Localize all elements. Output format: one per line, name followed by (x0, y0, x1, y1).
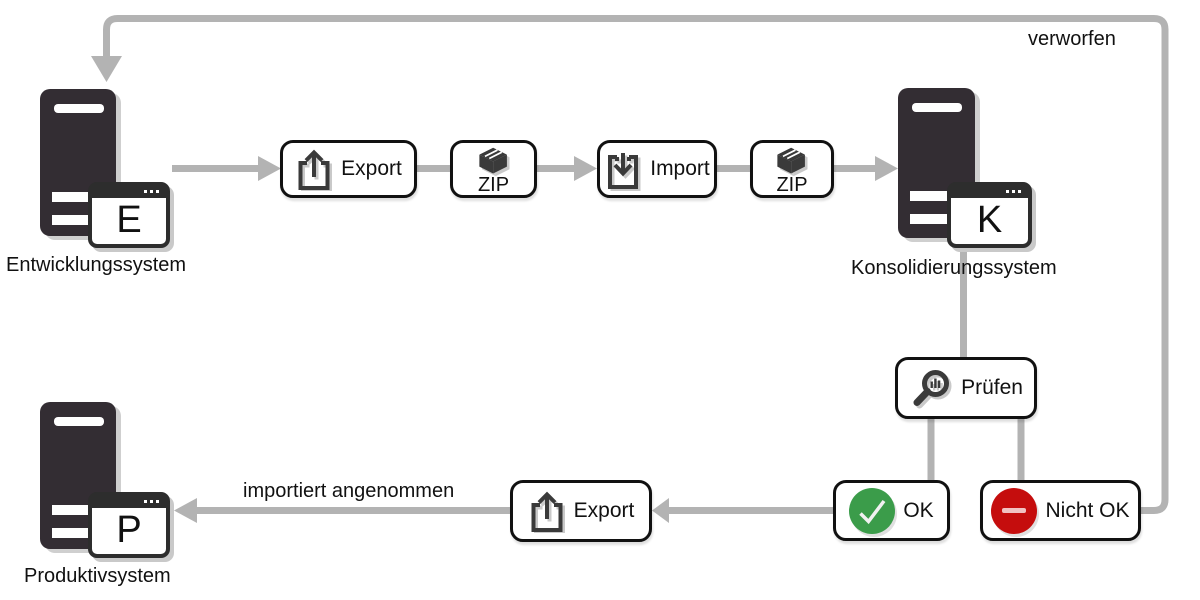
minus-bar (1002, 508, 1027, 513)
node-label: ZIP (477, 174, 510, 196)
server-slot (54, 417, 104, 426)
node-ok: OK (833, 480, 950, 541)
window-titlebar (951, 186, 1028, 198)
window-titlebar (92, 496, 166, 508)
check-circle-icon (849, 487, 896, 534)
arrowhead-into-entwicklungssystem (91, 56, 122, 82)
label-konsolidierungssystem: Konsolidierungssystem (851, 257, 1057, 279)
node-zip-1: ZIP (450, 140, 537, 198)
import-icon (608, 150, 641, 191)
node-import: Import (597, 140, 717, 198)
system-letter: E (116, 199, 142, 241)
server-drive-bar (910, 214, 950, 224)
package-icon (777, 147, 808, 177)
server-produktivsystem (40, 402, 116, 549)
arrowhead-into-produktivsystem (174, 498, 197, 523)
node-label: ZIP (776, 174, 808, 196)
server-slot (912, 103, 962, 112)
minus-circle-icon (991, 487, 1038, 534)
node-label: Import (650, 157, 710, 180)
server-drive-bar (910, 191, 950, 201)
node-label: Export (341, 157, 402, 180)
edge-label-verworfen: verworfen (1028, 28, 1116, 50)
arrowhead-into-konsolidierung (875, 156, 898, 181)
window-entwicklungssystem: E (88, 182, 170, 248)
node-nicht-ok: Nicht OK (980, 480, 1141, 541)
server-drive-bar (52, 215, 92, 225)
package-icon (478, 147, 509, 177)
window-dots-icon (144, 190, 159, 193)
node-label: Nicht OK (1045, 498, 1130, 522)
node-pruefen: Prüfen (895, 357, 1037, 419)
export-icon (298, 150, 333, 191)
label-produktivsystem: Produktivsystem (24, 565, 171, 587)
node-export-2: Export (510, 480, 652, 542)
window-dots-icon (144, 500, 159, 503)
node-label: Prüfen (961, 376, 1023, 399)
window-produktivsystem: P (88, 492, 170, 558)
system-letter: P (116, 509, 142, 551)
label-entwicklungssystem: Entwicklungssystem (6, 254, 187, 276)
server-slot (54, 104, 104, 113)
arrowhead-into-import (574, 156, 597, 181)
server-drive-bar (52, 528, 92, 538)
server-drive-bar (52, 505, 92, 515)
window-titlebar (92, 186, 166, 198)
window-dots-icon (1006, 190, 1021, 193)
window-konsolidierungssystem: K (947, 182, 1032, 248)
server-drive-bar (52, 192, 92, 202)
edge-label-importiert-angenommen: importiert angenommen (243, 480, 455, 502)
export-icon (531, 492, 565, 533)
node-zip-2: ZIP (750, 140, 834, 198)
node-label: Export (573, 499, 635, 522)
node-export-1: Export (280, 140, 417, 198)
arrowhead-into-export (258, 156, 281, 181)
node-label: OK (903, 498, 934, 522)
system-letter: K (976, 199, 1003, 241)
arrowhead-into-export2 (652, 498, 669, 523)
connector-rejected-loop (103, 15, 1169, 514)
magnifier-chart-icon (909, 367, 953, 409)
